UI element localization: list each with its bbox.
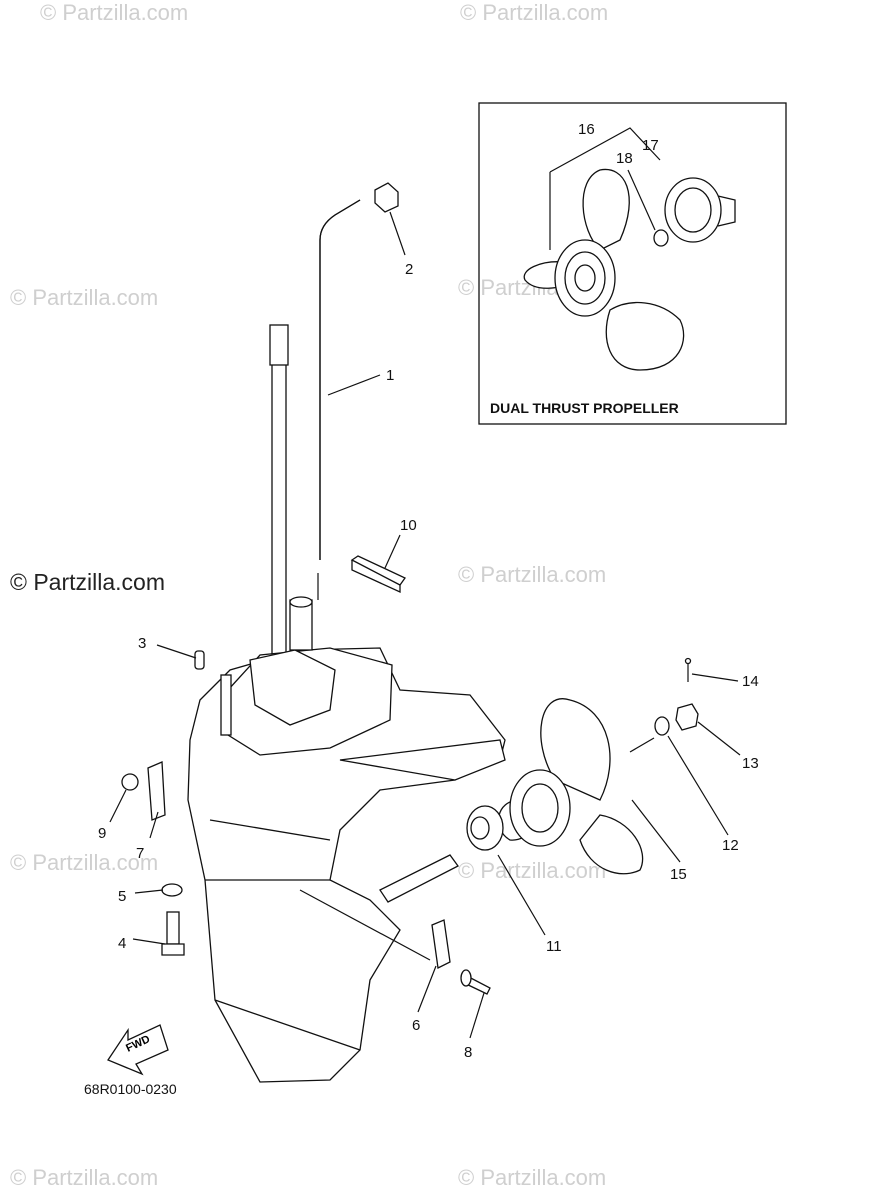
leader-lines [109, 211, 741, 1039]
callout-16: 16 [578, 121, 595, 138]
callout-14: 14 [742, 673, 759, 690]
callout-11: 11 [546, 938, 562, 955]
part-bolt [161, 883, 185, 956]
part-nut [121, 773, 139, 791]
callout-18: 18 [616, 150, 633, 167]
inset-title: DUAL THRUST PROPELLER [490, 400, 679, 416]
part-dowel-pin [194, 650, 205, 670]
callout-17: 17 [642, 137, 659, 154]
callout-10: 10 [400, 517, 417, 534]
watermark: © Partzilla.com [458, 858, 606, 883]
part-propeller-nut [675, 703, 699, 731]
callout-4: 4 [118, 935, 126, 952]
part-screw [460, 969, 491, 995]
callout-2: 2 [405, 261, 413, 278]
part-spacer [466, 805, 504, 851]
watermark: © Partzilla.com [460, 0, 608, 25]
part-anode [147, 761, 451, 969]
callout-8: 8 [464, 1044, 472, 1061]
diagram-code: 68R0100-0230 [84, 1081, 177, 1097]
watermark: © Partzilla.com [10, 850, 158, 875]
fwd-arrow: FWD [107, 1024, 169, 1076]
watermark: © Partzilla.com [458, 562, 606, 587]
watermark: © Partzilla.com [10, 1165, 158, 1190]
part-seal [350, 555, 406, 594]
callout-3: 3 [138, 635, 146, 652]
callout-5: 5 [118, 888, 126, 905]
callout-13: 13 [742, 755, 759, 772]
callout-15: 15 [670, 866, 687, 883]
callout-9: 9 [98, 825, 106, 842]
part-lower-casing [187, 596, 506, 1083]
watermark-strong: © Partzilla.com [10, 569, 165, 595]
watermark: © Partzilla.com [10, 285, 158, 310]
callout-7: 7 [136, 845, 144, 862]
inset-dual-thrust-propeller: DUAL THRUST PROPELLER [478, 102, 787, 425]
part-drive-shaft [269, 324, 289, 661]
part-shift-rod [319, 199, 361, 560]
part-cotter-pin [684, 657, 692, 682]
part-propeller [497, 698, 644, 875]
part-washer [654, 716, 670, 736]
watermark: © Partzilla.com [40, 0, 188, 25]
callout-12: 12 [722, 837, 739, 854]
callout-6: 6 [412, 1017, 420, 1034]
part-grommet [374, 182, 399, 213]
callout-1: 1 [386, 367, 394, 384]
watermark: © Partzilla.com [458, 1165, 606, 1190]
